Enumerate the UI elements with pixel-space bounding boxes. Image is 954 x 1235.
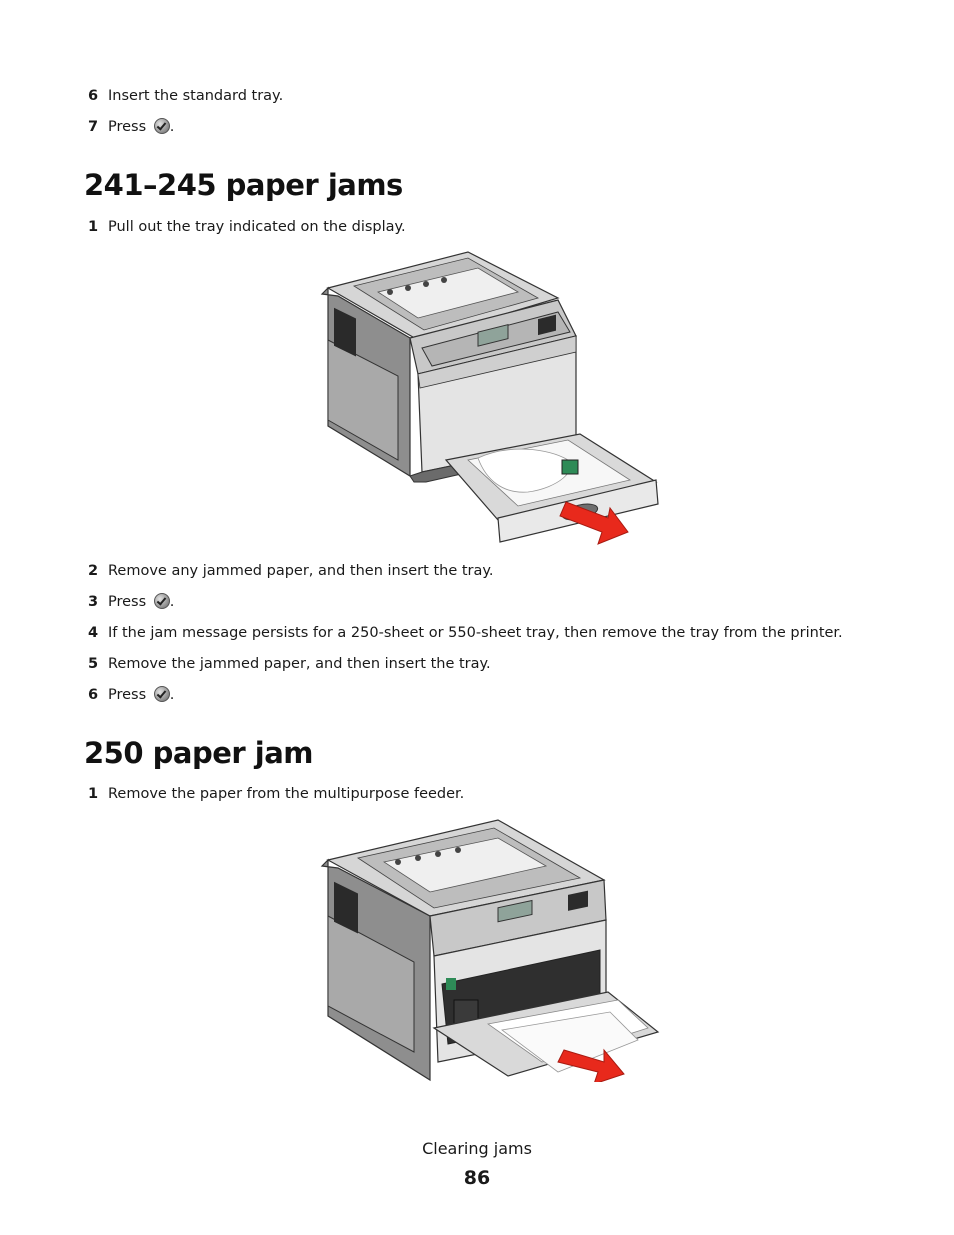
step-number: 4 [88, 625, 99, 641]
step-text: Pull out the tray indicated on the displ… [108, 219, 406, 235]
step-suffix: . [169, 119, 175, 135]
step-suffix: . [169, 594, 175, 610]
step-text: Remove the jammed paper, and then insert… [108, 656, 491, 672]
section-title-241-245: 241–245 paper jams [84, 168, 403, 202]
step-6-top: 6 Insert the standard tray. [88, 87, 283, 105]
checkmark-circle-icon [153, 593, 170, 609]
step-number: 2 [88, 563, 99, 579]
s2-step-1: 1 Remove the paper from the multipurpose … [88, 785, 464, 803]
printer-tray-figure [320, 251, 659, 545]
s1-step-1: 1 Pull out the tray indicated on the disp… [88, 218, 406, 236]
step-number: 1 [88, 786, 99, 802]
s1-step-6: 6 Press . [88, 686, 174, 704]
s1-step-4: 4 If the jam message persists for a 250-s… [88, 624, 843, 642]
step-text: Remove any jammed paper, and then insert… [108, 563, 494, 579]
step-text: Press [108, 594, 147, 610]
footer-chapter-title: Clearing jams [422, 1139, 532, 1158]
step-number: 6 [88, 687, 99, 703]
checkmark-circle-icon [153, 118, 170, 134]
step-text: Insert the standard tray. [108, 88, 284, 104]
page-number: 86 [463, 1167, 491, 1189]
step-text: Remove the paper from the multipurpose f… [108, 786, 465, 802]
step-text: Press [108, 687, 147, 703]
s1-step-5: 5 Remove the jammed paper, and then inser… [88, 655, 491, 673]
s1-step-3: 3 Press . [88, 593, 174, 611]
step-number: 6 [88, 88, 99, 104]
step-number: 1 [88, 219, 99, 235]
step-text: If the jam message persists for a 250-sh… [108, 625, 843, 641]
s1-step-2: 2 Remove any jammed paper, and then inser… [88, 562, 494, 580]
section-title-250: 250 paper jam [84, 736, 314, 770]
step-number: 7 [88, 119, 99, 135]
step-suffix: . [169, 687, 175, 703]
step-text: Press [108, 119, 147, 135]
step-7-top: 7 Press . [88, 118, 174, 136]
checkmark-circle-icon [153, 686, 170, 702]
step-number: 3 [88, 594, 99, 610]
printer-mp-feeder-figure [320, 819, 660, 1082]
step-number: 5 [88, 656, 99, 672]
